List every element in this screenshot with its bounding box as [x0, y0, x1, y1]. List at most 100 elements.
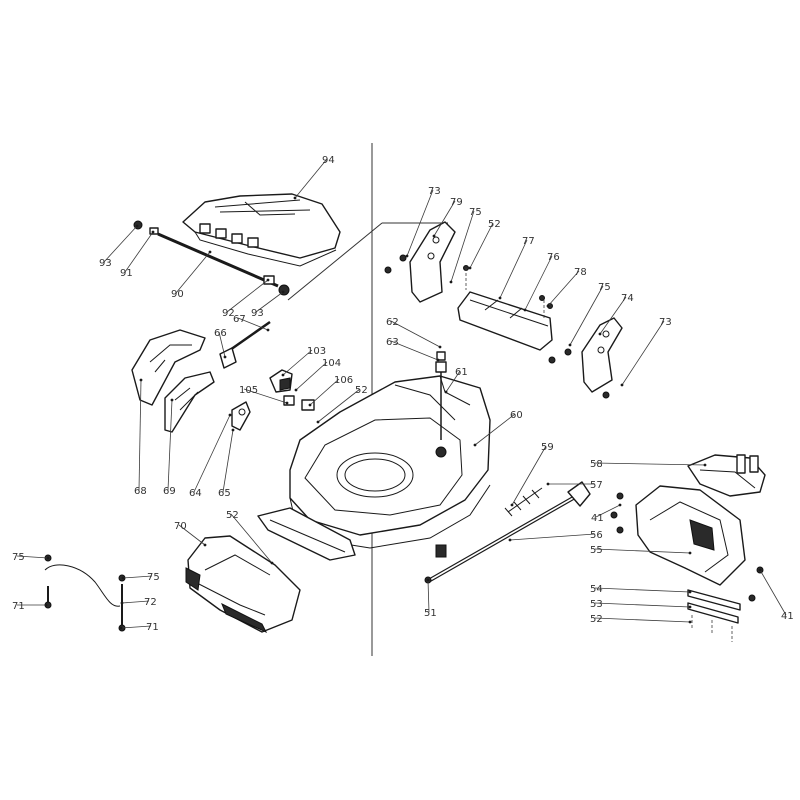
part-label-75: 75 — [12, 552, 25, 563]
leader-line-52 — [594, 617, 691, 623]
leader-dot-94 — [293, 196, 297, 200]
part-label-103: 103 — [307, 346, 326, 357]
leader-dot-91 — [151, 230, 155, 234]
leader-dot-52 — [688, 620, 692, 624]
leader-dot-63 — [436, 358, 440, 362]
leader-line-54 — [594, 587, 691, 593]
part-label-79: 79 — [450, 197, 463, 208]
leader-line-79 — [433, 200, 456, 237]
leader-line-75 — [16, 555, 49, 559]
part-label-59: 59 — [541, 442, 554, 453]
leader-line-74 — [599, 296, 627, 335]
part-label-76: 76 — [547, 252, 560, 263]
leader-line-94 — [294, 158, 328, 199]
leader-dot-56 — [508, 538, 512, 542]
leader-line-77 — [499, 239, 528, 299]
part-label-68: 68 — [134, 486, 147, 497]
leader-line-75 — [122, 575, 153, 579]
part-label-105: 105 — [239, 385, 258, 396]
leader-dot-61 — [444, 390, 448, 394]
leader-dot-103 — [281, 373, 285, 377]
leader-line-71 — [120, 625, 152, 629]
part-label-52: 52 — [355, 385, 368, 396]
leader-dot-41 — [618, 503, 622, 507]
leader-dot-75 — [46, 556, 50, 560]
leader-line-76 — [524, 255, 553, 311]
part-label-63: 63 — [386, 337, 399, 348]
part-label-61: 61 — [455, 367, 468, 378]
part-57-lever — [424, 481, 591, 584]
leader-line-73 — [406, 189, 434, 257]
leader-line-52 — [230, 513, 273, 564]
part-label-57: 57 — [590, 480, 603, 491]
leader-line-41 — [595, 504, 621, 518]
leader-dot-69 — [170, 398, 174, 402]
part-label-93: 93 — [251, 308, 264, 319]
part-106-small-part — [301, 399, 315, 411]
leader-line-63 — [390, 340, 439, 361]
leader-lines — [16, 158, 787, 630]
part-79-wheel-bracket — [384, 221, 456, 303]
leader-line-51 — [427, 579, 430, 613]
leader-dot-73 — [405, 254, 409, 258]
leader-line-41 — [759, 569, 787, 616]
part-label-41: 41 — [591, 513, 604, 524]
part-74-wheel-bracket — [548, 317, 623, 399]
leader-dot-75 — [568, 343, 572, 347]
leader-line-90 — [175, 251, 211, 294]
leader-dot-78 — [546, 304, 550, 308]
leader-line-93 — [255, 291, 284, 313]
part-104-small-part — [283, 395, 295, 406]
part-61-center-stack — [435, 351, 447, 558]
part-label-73: 73 — [428, 186, 441, 197]
leader-dot-64 — [228, 413, 232, 417]
leader-line-52 — [469, 222, 494, 269]
part-label-74: 74 — [621, 293, 634, 304]
leader-dot-106 — [308, 403, 312, 407]
leader-dot-75 — [449, 280, 453, 284]
part-52-deck-bracket — [257, 507, 356, 561]
part-label-75: 75 — [469, 207, 482, 218]
leader-line-75 — [450, 210, 475, 283]
part-label-52: 52 — [488, 219, 501, 230]
part-label-75: 75 — [598, 282, 611, 293]
leader-dot-53 — [688, 605, 692, 609]
part-label-70: 70 — [174, 521, 187, 532]
part-103-knob — [269, 369, 293, 393]
leader-line-60 — [474, 413, 516, 446]
leader-dot-93 — [135, 224, 139, 228]
leader-line-58 — [594, 462, 706, 466]
leader-line-62 — [390, 320, 441, 348]
leader-line-75 — [569, 285, 604, 346]
leader-dot-41 — [758, 568, 762, 572]
leader-dot-104 — [294, 388, 298, 392]
part-54-strip — [687, 589, 741, 642]
leader-line-69 — [167, 399, 173, 491]
part-label-60: 60 — [510, 410, 523, 421]
leader-line-67 — [237, 317, 269, 331]
leader-dot-77 — [498, 296, 502, 300]
part-label-106: 106 — [334, 375, 353, 386]
leader-dot-54 — [688, 590, 692, 594]
leader-line-52 — [317, 388, 361, 423]
part-label-77: 77 — [522, 236, 535, 247]
part-label-51: 51 — [424, 608, 437, 619]
leader-dot-59 — [510, 503, 514, 507]
part-label-94: 94 — [322, 155, 335, 166]
leader-dot-60 — [473, 443, 477, 447]
part-label-52: 52 — [226, 510, 239, 521]
leader-line-56 — [509, 533, 596, 541]
leader-line-66 — [218, 331, 226, 358]
part-label-73: 73 — [659, 317, 672, 328]
part-label-65: 65 — [218, 488, 231, 499]
leader-line-91 — [124, 231, 154, 273]
leader-dot-71 — [44, 603, 48, 607]
part-label-56: 56 — [590, 530, 603, 541]
part-label-53: 53 — [590, 599, 603, 610]
leader-line-92 — [226, 279, 269, 313]
part-label-93: 93 — [99, 258, 112, 269]
leader-dot-67 — [266, 328, 270, 332]
leader-dot-93 — [281, 290, 285, 294]
